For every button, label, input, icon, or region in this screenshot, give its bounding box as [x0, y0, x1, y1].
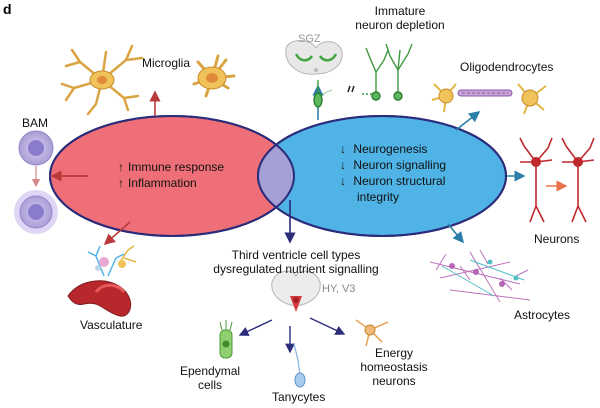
energy-homeostasis-neurons-label: Energy homeostasis neurons	[360, 346, 428, 388]
neuron-icon	[313, 43, 413, 108]
arrow-to-ependymal	[238, 319, 273, 336]
arrow-to-astrocytes	[447, 223, 465, 244]
arrow-to-oligodendrocytes	[455, 111, 481, 131]
blue-ellipse-text: ↓ Neurogenesis ↓ Neuron signalling ↓ Neu…	[340, 142, 447, 204]
up-arrow-icon: ↑	[118, 176, 124, 190]
ependymal-cell-icon	[219, 320, 233, 359]
ependymal-cells-label: Ependymal cells	[180, 364, 241, 392]
neurons-label: Neurons	[534, 232, 580, 246]
down-arrow-icon: ↓	[340, 142, 346, 156]
red-ellipse-text: ↑Immune response ↑Inflammation	[118, 160, 225, 190]
arrow-to-vasculature	[103, 221, 131, 246]
neuron-icon	[519, 137, 595, 223]
sgz-label: SGZ	[298, 33, 321, 45]
oligodendrocyte-icon	[431, 83, 547, 115]
up-arrow-icon: ↑	[118, 160, 124, 174]
immature-neuron-depletion-label: Immature neuron depletion	[355, 4, 445, 32]
oligodendrocytes-label: Oligodendrocytes	[460, 60, 554, 74]
astrocytes-label: Astrocytes	[514, 308, 571, 322]
down-arrow-icon: ↓	[340, 174, 346, 188]
bam-macrophage-icon	[14, 130, 58, 234]
tanycytes-label: Tanycytes	[272, 390, 326, 404]
panel-label: d	[3, 1, 12, 17]
microglia-cell-icon	[60, 44, 144, 116]
vessel-icon	[67, 245, 137, 317]
microglia-label: Microglia	[142, 56, 191, 70]
down-arrow-icon: ↓	[340, 158, 346, 172]
microglia-cell-icon	[192, 54, 236, 98]
tanycyte-icon	[293, 343, 306, 388]
neuron-icon	[355, 319, 389, 347]
hy-v3-label: HY, V3	[322, 283, 356, 295]
brain-section-icon	[285, 40, 343, 75]
bam-label: BAM	[22, 116, 49, 130]
brain-section-icon	[271, 270, 321, 312]
arrow-to-energy	[309, 317, 346, 335]
third-ventricle-label: Third ventricle cell types dysregulated …	[213, 248, 379, 276]
vasculature-label: Vasculature	[80, 318, 143, 332]
astrocyte-icon	[429, 249, 531, 303]
